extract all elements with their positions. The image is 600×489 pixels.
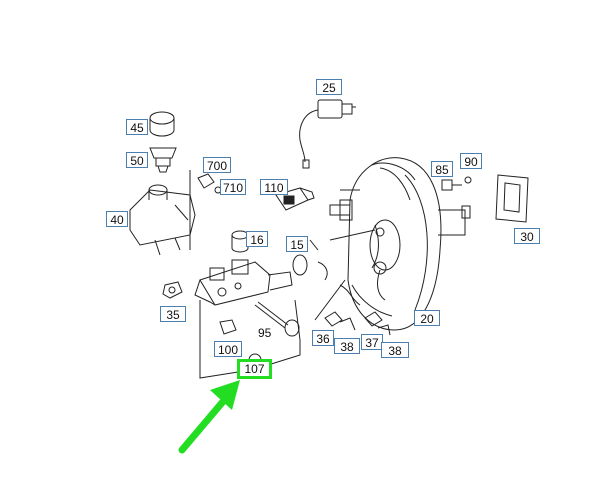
label-38-left: 38 [334,338,360,354]
sensor-25 [299,99,356,169]
label-710: 710 [220,179,246,195]
label-95: 95 [258,326,272,340]
label-90: 90 [460,153,482,169]
bracket-outline [189,170,301,379]
label-85: 85 [431,161,453,177]
label-45: 45 [126,119,148,135]
label-15: 15 [286,236,308,252]
nut-100 [219,319,237,335]
cap-45 [149,111,175,137]
label-100: 100 [214,341,242,357]
label-30: 30 [514,228,540,244]
label-40: 40 [106,211,128,227]
reservoir-40 [129,184,196,256]
label-50: 50 [126,152,148,168]
label-25: 25 [316,79,342,95]
clips-36-38 [314,279,391,336]
label-37: 37 [361,334,383,350]
gasket-30 [495,174,529,223]
label-36: 36 [312,330,334,346]
highlight-box-107: 107 [237,359,272,379]
label-20: 20 [414,310,440,326]
part-90 [464,176,472,184]
label-700: 700 [203,157,231,173]
filter-50 [149,147,177,173]
highlight-arrow [178,380,240,454]
master-cylinder [194,259,293,306]
label-16: 16 [246,231,268,247]
seal-700 [197,173,215,189]
label-110: 110 [260,179,288,195]
label-38-right: 38 [381,342,409,358]
part-85 [441,179,462,191]
brake-booster [329,157,471,331]
vacuum-hose [317,261,386,306]
label-35: 35 [160,306,186,322]
nut-35 [162,281,183,299]
oring-15 [292,239,319,276]
